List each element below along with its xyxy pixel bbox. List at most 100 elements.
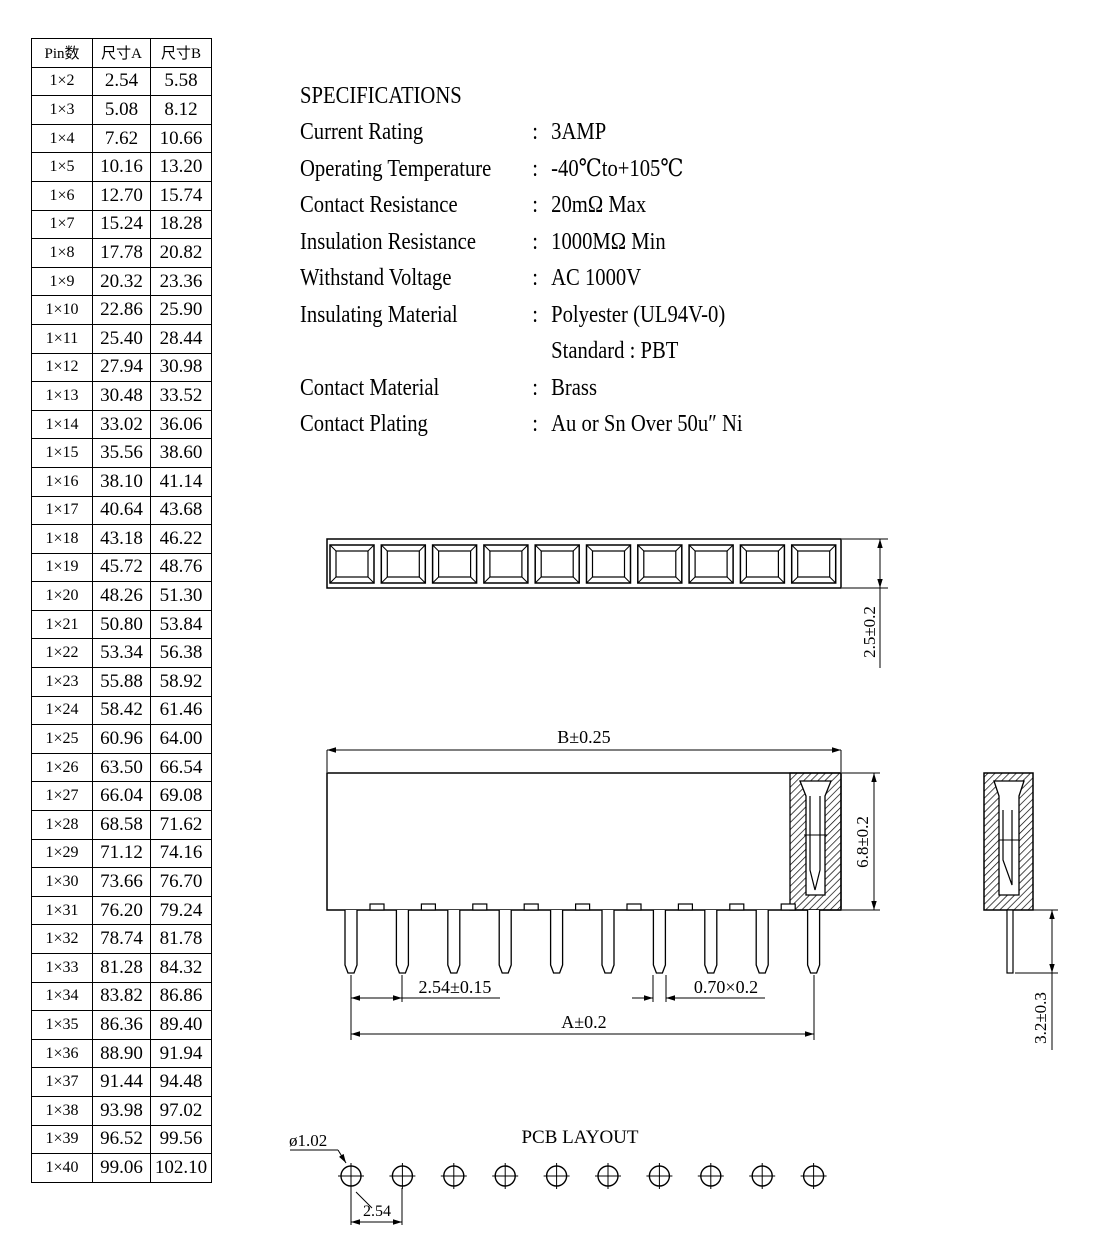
spec-row: Operating Temperature:-40℃to+105℃ <box>300 151 743 188</box>
dimension-a-cell: 86.36 <box>92 1010 151 1040</box>
dimension-b-cell: 48.76 <box>150 552 212 583</box>
slot-chamfer <box>521 544 529 552</box>
pin <box>549 910 564 974</box>
dimension-a-cell: 40.64 <box>92 495 151 526</box>
dimension-a-cell: 88.90 <box>92 1038 151 1069</box>
dimension-b-cell: 10.66 <box>150 123 212 154</box>
slot <box>534 544 580 584</box>
slot-chamfer <box>740 544 747 552</box>
contact-cavity <box>799 780 832 896</box>
front-view-pins <box>344 903 821 974</box>
dimension-a-cell: 96.52 <box>92 1124 151 1155</box>
spec-colon: : <box>532 301 538 328</box>
slot-chamfer <box>367 544 375 552</box>
dimension-a-cell: 99.06 <box>92 1153 151 1183</box>
slot <box>329 544 375 584</box>
spec-label: Contact Resistance <box>300 192 458 218</box>
dimension-a-cell: 81.28 <box>92 953 151 983</box>
dimension-b-cell: 58.92 <box>150 667 212 697</box>
standoff <box>677 903 694 911</box>
slot-chamfer <box>380 544 388 552</box>
slot-outer <box>585 544 632 584</box>
slot-outer <box>739 544 786 584</box>
spec-value: Brass <box>551 374 597 401</box>
slot-chamfer <box>534 544 542 552</box>
standoff <box>420 903 436 911</box>
slot <box>790 544 837 584</box>
dimension-a-cell: 58.42 <box>92 695 151 726</box>
slot-outer <box>790 544 837 584</box>
hole-diameter-label: ø1.02 <box>289 1131 327 1150</box>
dimension-a-cell: 12.70 <box>92 180 151 211</box>
pin-count-cell: 1×24 <box>31 695 93 726</box>
standoff <box>626 903 642 911</box>
spec-colon: : <box>532 155 538 182</box>
spec-colon: : <box>532 374 538 401</box>
slot-outer <box>431 544 478 584</box>
slot-chamfer <box>470 576 477 584</box>
slot-outer <box>483 544 529 584</box>
slot-outer <box>637 544 683 584</box>
slot-inner <box>489 550 523 578</box>
dimension-a-cell: 30.48 <box>92 381 151 411</box>
slot-chamfer <box>688 576 696 584</box>
top-view-slots <box>329 544 837 584</box>
slot-chamfer <box>586 576 593 584</box>
dimension-b-cell: 28.44 <box>150 323 212 354</box>
pin-count-cell: 1×18 <box>31 524 93 554</box>
slot-chamfer <box>675 544 683 552</box>
pin-count-cell: 1×37 <box>31 1067 93 1097</box>
pin-count-cell: 1×26 <box>31 752 93 783</box>
slot-inner <box>386 550 420 578</box>
pin-count-cell: 1×14 <box>31 409 93 440</box>
dimension-b-cell: 94.48 <box>150 1067 212 1097</box>
pin-count-cell: 1×9 <box>31 266 93 297</box>
slot <box>688 544 734 584</box>
slot-chamfer <box>432 544 439 552</box>
spec-colon: : <box>532 192 538 218</box>
slot-chamfer <box>726 576 734 584</box>
standoff <box>523 903 539 911</box>
dimension-a-cell: 71.12 <box>92 838 151 869</box>
dimension-b-cell: 86.86 <box>150 981 212 1012</box>
pin <box>447 910 461 974</box>
slot-inner <box>335 550 369 578</box>
dimension-b-cell: 20.82 <box>150 238 212 268</box>
dimension-b-cell: 81.78 <box>150 924 212 954</box>
slot-chamfer <box>637 544 645 552</box>
spec-row: Current Rating:3AMP <box>300 114 743 151</box>
spec-row: Withstand Voltage:AC 1000V <box>300 260 743 297</box>
slot-chamfer <box>778 544 785 552</box>
slot-outer <box>329 544 375 584</box>
dimension-b-cell: 8.12 <box>150 95 212 125</box>
dimension-a-cell: 22.86 <box>92 295 151 325</box>
pin-count-cell: 1×23 <box>31 667 93 697</box>
pin-count-cell: 1×21 <box>31 609 93 640</box>
pin <box>704 910 718 974</box>
slot <box>739 544 786 584</box>
spec-label: Withstand Voltage <box>300 265 452 291</box>
dimension-b-cell: 84.32 <box>150 953 212 983</box>
side-pin <box>1006 909 1014 974</box>
dimension-a-cell: 78.74 <box>92 924 151 954</box>
slot <box>483 544 529 584</box>
front-view-body <box>326 772 842 911</box>
slot-chamfer <box>740 576 747 584</box>
slot-inner <box>797 550 831 578</box>
spec-label: Insulating Material <box>300 301 458 328</box>
spec-colon: : <box>532 411 538 437</box>
dimension-b-cell: 66.54 <box>150 752 212 783</box>
